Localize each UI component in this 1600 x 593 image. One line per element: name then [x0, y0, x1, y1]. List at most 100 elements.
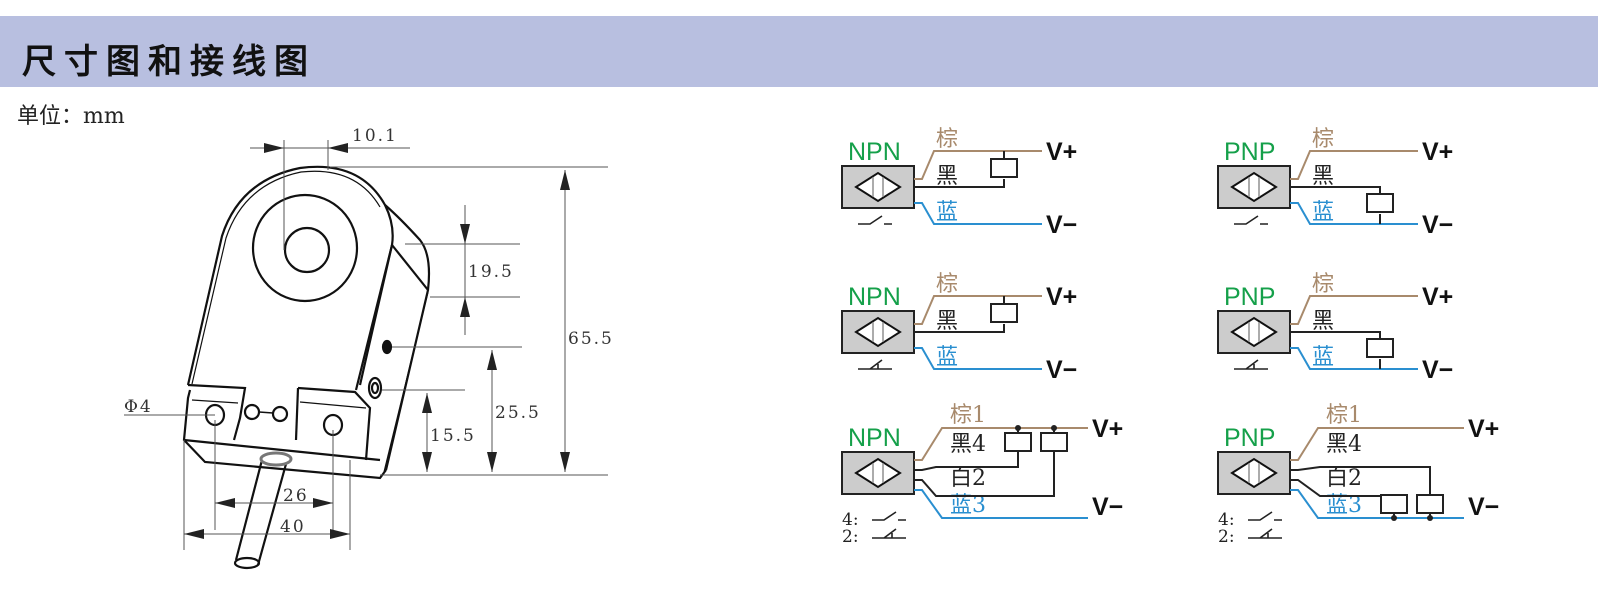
nc-contact-symbol	[1234, 359, 1268, 370]
nc-contact-symbol	[872, 528, 906, 539]
black-wire	[1290, 186, 1381, 224]
v-minus-label: V−	[1046, 211, 1077, 239]
brown-wire	[1290, 150, 1418, 180]
dimension-arrows	[184, 143, 570, 539]
white-wire-label: 白2	[950, 466, 986, 491]
v-minus-label: V−	[1422, 356, 1453, 384]
blue-wire-label: 蓝3	[1326, 493, 1362, 518]
v-plus-label: V+	[1046, 283, 1077, 311]
blue-wire-label: 蓝	[936, 200, 958, 225]
black-wire	[914, 442, 1019, 471]
relay-coil	[1366, 193, 1394, 213]
proximity-sensor-icon	[1230, 457, 1278, 489]
brown-wire-label: 棕	[1312, 127, 1334, 152]
no-contact-symbol	[872, 511, 906, 521]
dimension-lines	[124, 140, 608, 550]
proximity-sensor-icon	[854, 316, 902, 348]
nc-contact-symbol	[1248, 528, 1282, 539]
brown-wire	[1290, 295, 1418, 325]
contact-2-label: 2:	[1218, 527, 1235, 547]
brown-wire-label: 棕	[1312, 272, 1334, 297]
section-banner: 尺寸图和接线图	[0, 16, 1598, 87]
black-wire-label: 黑4	[950, 432, 986, 457]
blue-wire	[914, 489, 1088, 519]
output-type-label: NPN	[848, 424, 901, 452]
section-title: 尺寸图和接线图	[22, 42, 316, 82]
v-plus-label: V+	[1422, 283, 1453, 311]
blue-wire	[914, 202, 1042, 225]
relay-coil	[1380, 494, 1408, 514]
blue-wire	[1290, 347, 1418, 370]
black-wire	[1290, 466, 1431, 496]
dim-hole1-height: 15.5	[430, 426, 476, 446]
dim-mount-hole-dia: Φ4	[124, 397, 153, 417]
blue-wire-label: 蓝	[1312, 345, 1334, 370]
blue-wire-label: 蓝3	[950, 493, 986, 518]
blue-wire-label: 蓝	[1312, 200, 1334, 225]
black-wire-label: 黑	[1312, 309, 1334, 334]
brown-wire	[914, 150, 1042, 180]
relay-coil	[1004, 432, 1032, 452]
junction-dot	[1051, 425, 1057, 431]
relay-coil	[1366, 338, 1394, 358]
v-plus-label: V+	[1092, 415, 1123, 443]
brown-wire-label: 棕1	[950, 403, 986, 428]
relay-coil	[1416, 494, 1444, 514]
blue-wire-label: 蓝	[936, 345, 958, 370]
no-contact-symbol	[858, 215, 892, 225]
contact-4-label: 4:	[842, 510, 859, 530]
dimension-drawing: 10.1 65.5 19.5 25.5 15.5 Φ4 26 40	[124, 126, 614, 570]
junction-dot	[1427, 515, 1433, 521]
output-type-label: NPN	[848, 138, 901, 166]
white-wire-label: 白2	[1326, 466, 1362, 491]
dim-slot-height: 19.5	[468, 262, 514, 282]
dim-hole-spacing: 26	[283, 486, 309, 506]
v-plus-label: V+	[1468, 415, 1499, 443]
black-wire-label: 黑4	[1326, 432, 1362, 457]
proximity-sensor-icon	[854, 457, 902, 489]
contact-4-label: 4:	[1218, 510, 1235, 530]
proximity-sensor-icon	[854, 171, 902, 203]
output-type-label: NPN	[848, 283, 901, 311]
output-type-label: PNP	[1224, 283, 1275, 311]
relay-coil	[990, 158, 1018, 178]
blue-wire	[1290, 202, 1418, 225]
dim-total-height: 65.5	[568, 329, 614, 349]
sensor-body-outline	[182, 165, 431, 570]
dim-hole2-height: 25.5	[495, 403, 541, 423]
junction-dot	[1015, 425, 1021, 431]
dim-hole-offset: 10.1	[352, 126, 398, 146]
wiring-diagram-pnp-nc: PNP 棕黑蓝 V+ V−	[1217, 272, 1453, 384]
black-wire-label: 黑	[936, 309, 958, 334]
black-wire	[1290, 331, 1381, 369]
nc-contact-symbol	[858, 359, 892, 370]
v-plus-label: V+	[1422, 138, 1453, 166]
relay-coil	[990, 303, 1018, 323]
relay-coil	[1040, 432, 1068, 452]
v-minus-label: V−	[1422, 211, 1453, 239]
contact-2-label: 2:	[842, 527, 859, 547]
brown-wire-label: 棕1	[1326, 403, 1362, 428]
output-type-label: PNP	[1224, 424, 1275, 452]
v-minus-label: V−	[1092, 493, 1123, 521]
v-minus-label: V−	[1468, 493, 1499, 521]
white-wire	[914, 442, 1055, 497]
wiring-diagram-pnp-no: PNP 棕黑蓝 V+ V−	[1217, 127, 1453, 239]
junction-dot	[1391, 515, 1397, 521]
proximity-sensor-icon	[1230, 171, 1278, 203]
output-type-label: PNP	[1224, 138, 1275, 166]
black-wire-label: 黑	[936, 164, 958, 189]
v-plus-label: V+	[1046, 138, 1077, 166]
no-contact-symbol	[1234, 215, 1268, 225]
blue-wire	[914, 347, 1042, 370]
brown-wire	[1290, 427, 1464, 461]
white-wire	[1290, 479, 1394, 497]
proximity-sensor-icon	[1230, 316, 1278, 348]
brown-wire-label: 棕	[936, 272, 958, 297]
black-wire-label: 黑	[1312, 164, 1334, 189]
